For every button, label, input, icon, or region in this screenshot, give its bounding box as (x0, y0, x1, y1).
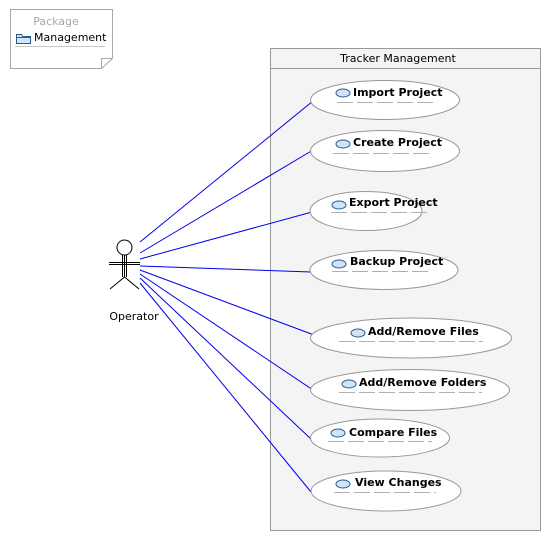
package-title: Package (33, 15, 79, 28)
use-case-icon (335, 139, 351, 149)
use-case-label: Compare Files (349, 426, 438, 439)
use-case-compare-files[interactable]: Compare Files (310, 418, 450, 458)
association-line[interactable] (139, 211, 313, 260)
use-case-icon (341, 379, 357, 389)
use-case-label: Backup Project (350, 255, 443, 268)
folder-icon (16, 34, 31, 44)
use-case-import-project[interactable]: Import Project (310, 80, 460, 120)
association-lines (139, 100, 315, 493)
use-case-icon (331, 200, 347, 210)
association-line[interactable] (139, 149, 314, 254)
association-line[interactable] (139, 265, 312, 273)
stick-figure-icon (109, 239, 140, 290)
use-case-icon (335, 88, 351, 98)
boundary-title: Tracker Management (339, 52, 456, 65)
package-note[interactable]: Package Management (10, 9, 113, 69)
actor-label: Operator (109, 310, 159, 323)
use-case-label: Add/Remove Folders (359, 376, 487, 389)
association-line[interactable] (139, 100, 314, 243)
use-case-label: Export Project (349, 196, 438, 209)
use-case-label: Add/Remove Files (368, 325, 479, 338)
use-case-icon (350, 328, 366, 338)
use-case-create-project[interactable]: Create Project (310, 130, 460, 172)
use-case-label: View Changes (355, 476, 442, 489)
use-case-view-changes[interactable]: View Changes (310, 470, 462, 512)
association-line[interactable] (139, 277, 313, 441)
association-line[interactable] (139, 269, 315, 336)
use-case-backup-project[interactable]: Backup Project (309, 250, 459, 290)
use-case-icon (330, 428, 346, 438)
actor-operator[interactable]: Operator (109, 239, 159, 323)
association-line[interactable] (139, 282, 312, 493)
use-case-icon (331, 259, 347, 269)
use-case-icon (335, 479, 351, 489)
use-case-export-project[interactable]: Export Project (309, 191, 438, 231)
use-case-label: Create Project (353, 136, 442, 149)
package-item-label: Management (34, 31, 107, 44)
system-boundary: Tracker Management (270, 48, 541, 531)
use-case-add-remove-files[interactable]: Add/Remove Files (310, 317, 512, 359)
association-line[interactable] (139, 273, 314, 391)
use-case-label: Import Project (353, 86, 443, 99)
use-case-add-remove-folders[interactable]: Add/Remove Folders (310, 369, 510, 411)
